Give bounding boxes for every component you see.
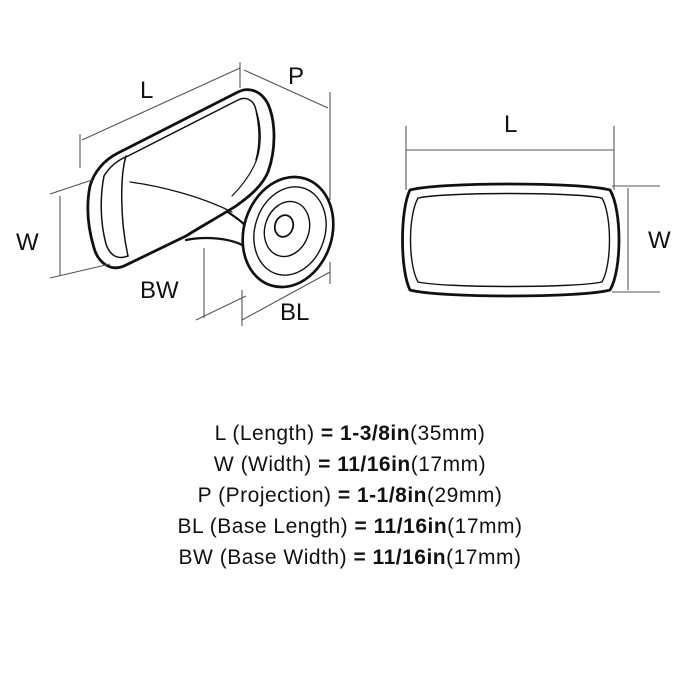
knob-head-top-face — [103, 97, 260, 177]
spec-name: (Projection) — [218, 484, 332, 507]
spec-abbr: W — [213, 453, 235, 476]
spec-row-length: L (Length) = 1-3/8in(35mm) — [0, 418, 700, 449]
spec-row-projection: P (Projection) = 1-1/8in(29mm) — [0, 480, 700, 511]
spec-name: (Base Length) — [209, 515, 349, 538]
knob-dimension-diagram: L P W BW BL L W — [16, 62, 671, 326]
spec-name: (Width) — [240, 453, 312, 476]
spec-equals: = — [318, 453, 331, 476]
top-view-outline — [401, 182, 621, 298]
label-top-length: L — [504, 111, 517, 138]
knob-head-contour-2 — [231, 109, 261, 197]
top-view-inner — [409, 192, 611, 288]
spec-name: (Base Width) — [219, 546, 348, 569]
spec-mm: (17mm) — [410, 453, 487, 476]
spec-row-base-length: BL (Base Length) = 11/16in(17mm) — [0, 511, 700, 542]
spec-abbr: BW — [178, 546, 214, 569]
spec-name: (Length) — [232, 422, 315, 445]
spec-mm: (29mm) — [427, 484, 503, 507]
screw-hole-front — [273, 214, 295, 238]
spec-mm: (17mm) — [446, 546, 522, 569]
spec-equals: = — [354, 515, 368, 538]
spec-row-base-width: BW (Base Width) = 11/16in(17mm) — [0, 542, 700, 573]
label-side-width: W — [16, 229, 39, 256]
knob-side-view — [86, 88, 335, 289]
spec-abbr: BL — [177, 515, 204, 538]
side-dimension-lines — [49, 62, 331, 326]
spec-inches: 11/16in — [373, 515, 448, 538]
knob-head-contour — [129, 181, 233, 213]
label-base-width: BW — [140, 277, 179, 304]
label-top-width: W — [648, 227, 671, 254]
dimension-specs: L (Length) = 1-3/8in(35mm) W (Width) = 1… — [0, 418, 700, 573]
spec-equals: = — [337, 484, 351, 507]
knob-top-view — [401, 182, 621, 298]
spec-abbr: L — [214, 422, 226, 445]
base-rosette-inner-front — [263, 200, 311, 258]
spec-equals: = — [320, 422, 334, 445]
spec-equals: = — [353, 546, 367, 569]
knob-head-front-face — [100, 175, 129, 259]
base-rosette-rim-front — [253, 186, 327, 276]
spec-inches: 1-3/8in — [340, 422, 411, 445]
spec-inches: 11/16in — [372, 546, 447, 569]
spec-inches: 11/16in — [337, 453, 411, 476]
label-side-projection: P — [288, 63, 304, 90]
top-dimension-lines — [405, 126, 660, 293]
spec-inches: 1-1/8in — [356, 484, 427, 507]
knob-stem-lower — [184, 236, 246, 248]
spec-abbr: P — [197, 484, 212, 507]
label-side-length: L — [140, 77, 153, 104]
label-base-length: BL — [280, 299, 309, 326]
spec-row-width: W (Width) = 11/16in(17mm) — [0, 449, 700, 480]
knob-head-front-top-edge — [120, 155, 129, 257]
knob-head-outline — [86, 88, 276, 270]
spec-mm: (17mm) — [447, 515, 523, 538]
spec-mm: (35mm) — [410, 422, 486, 445]
